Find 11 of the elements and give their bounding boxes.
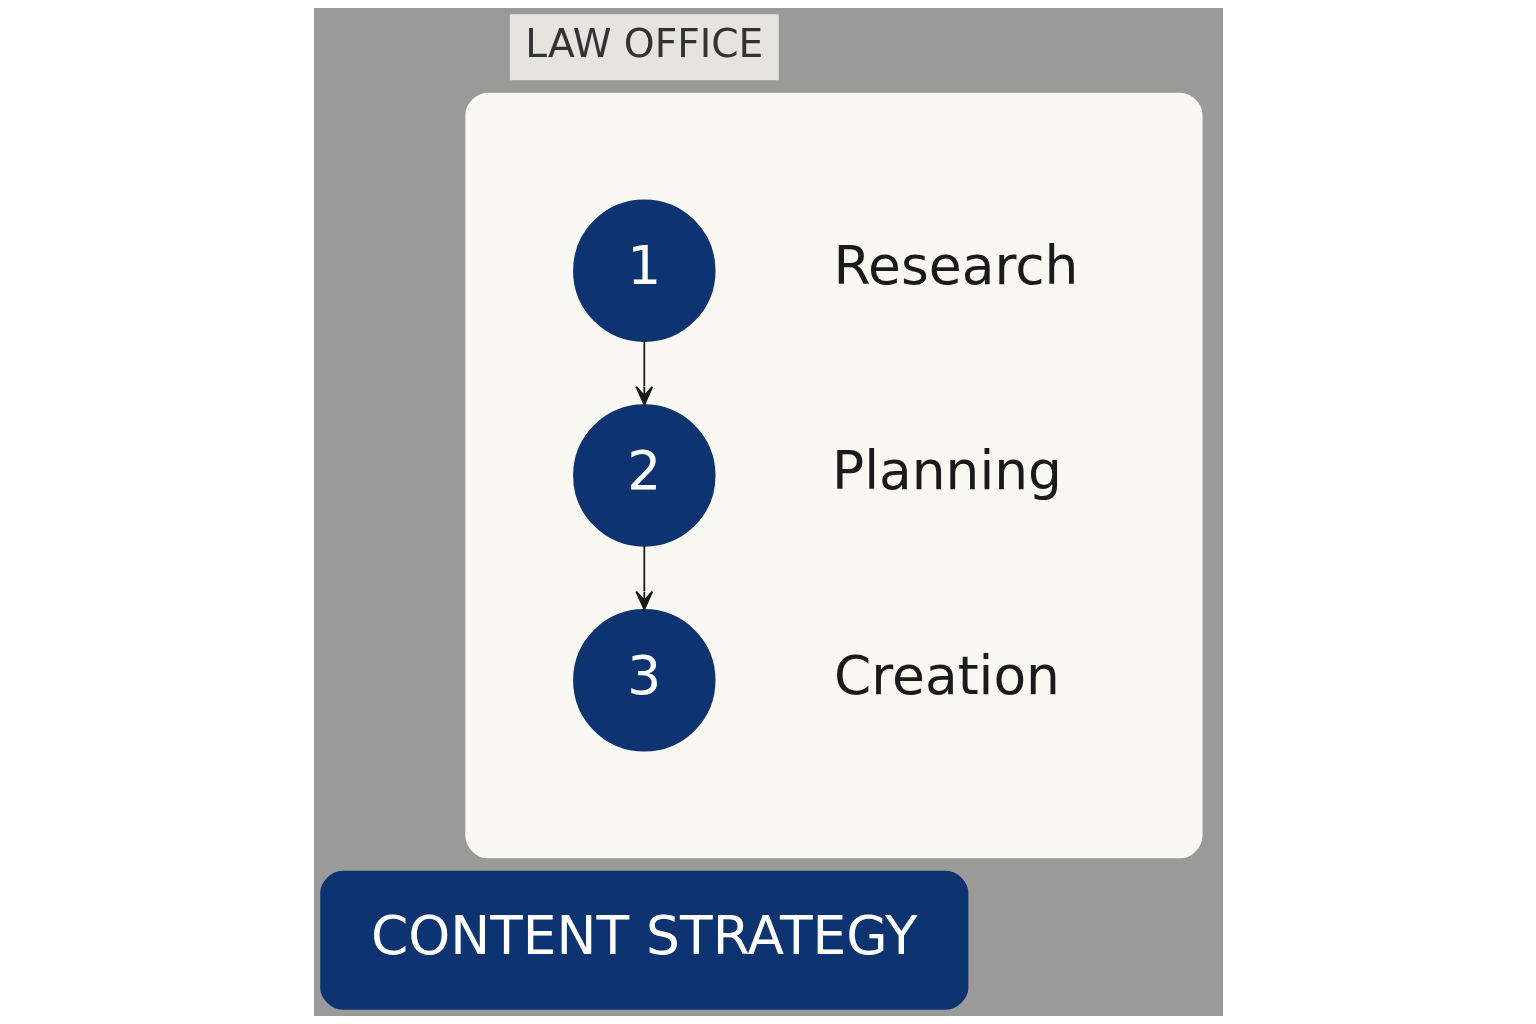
node-label: Research [832,234,1078,298]
label: LAW OFFICE [524,21,763,67]
node-circle: 2 [572,404,716,547]
node-label: Creation [833,643,1060,707]
node-circle: 1 [572,199,716,342]
node-label: Planning [831,438,1062,502]
node-box: CONTENT STRATEGY [319,870,968,1010]
cluster [464,92,1203,859]
arrow [634,340,653,406]
arrow [634,545,653,611]
node-circle: 3 [572,609,716,752]
